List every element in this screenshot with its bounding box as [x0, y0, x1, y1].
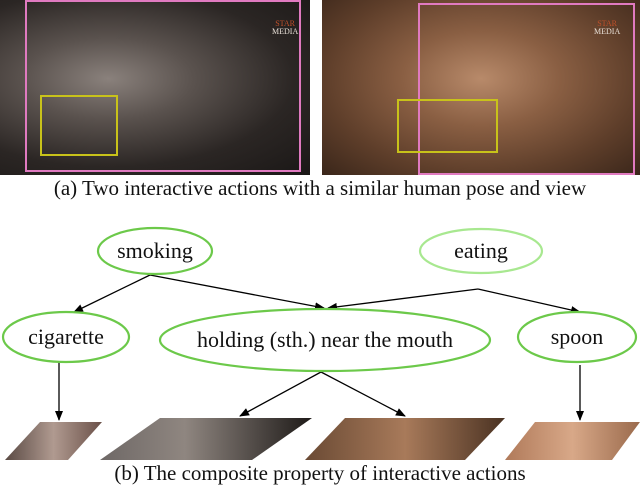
person-bounding-box — [418, 3, 635, 175]
node-smoking — [96, 226, 214, 276]
smoking-warped-image — [100, 418, 312, 460]
node-cigarette — [1, 310, 131, 364]
edge-smoking-holding — [149, 274, 325, 311]
interaction-bounding-box — [40, 95, 118, 156]
spoon-crop-image — [505, 422, 640, 460]
edge-eating-holding — [327, 288, 479, 311]
node-smoking-label: smoking — [117, 238, 193, 263]
caption-b: (b) The composite property of interactiv… — [114, 461, 526, 485]
eating-warped-image — [305, 418, 505, 460]
edge-smoking-cigarette — [73, 274, 151, 313]
node-eating — [418, 227, 544, 275]
node-eating-label: eating — [454, 238, 508, 263]
edge-holding-smoking-image — [239, 371, 322, 417]
node-cigarette-label: cigarette — [28, 324, 104, 349]
node-holding-label: holding (sth.) near the mouth — [197, 327, 453, 352]
node-holding — [158, 307, 492, 373]
edge-holding-eating-image — [320, 371, 406, 417]
interaction-bounding-box — [397, 99, 498, 153]
node-spoon — [516, 310, 638, 364]
cigarette-crop-image — [5, 422, 102, 460]
edge-eating-spoon — [477, 288, 581, 314]
person-bounding-box — [25, 0, 301, 172]
caption-a: (a) Two interactive actions with a simil… — [53, 176, 587, 200]
node-spoon-label: spoon — [551, 324, 604, 349]
